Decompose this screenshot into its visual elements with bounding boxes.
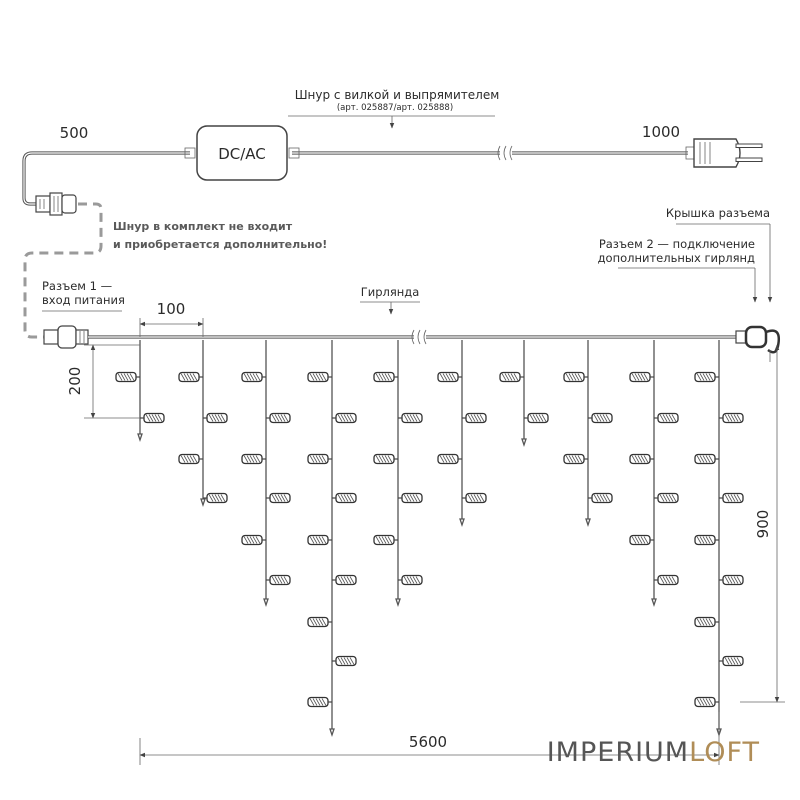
led-bulb-icon (588, 412, 613, 424)
led-bulb-icon (241, 453, 266, 465)
led-bulb-icon (241, 534, 266, 546)
dim-first-drop-line (84, 344, 140, 419)
led-bulb-icon (398, 574, 423, 586)
drop-wire (137, 340, 143, 443)
led-bulb-icon (203, 412, 228, 424)
led-bulb-icon (499, 371, 524, 383)
connector2-label-line2: дополнительных гирлянд (598, 251, 755, 265)
led-bulb-icon (437, 371, 462, 383)
led-bulb-icon (178, 371, 203, 383)
led-bulb-icon (694, 453, 719, 465)
cord-articles: (арт. 025887/арт. 025888) (337, 103, 453, 113)
dim-length-line (139, 712, 720, 765)
led-bulb-icon (524, 412, 549, 424)
led-bulb-icon (203, 492, 228, 504)
led-bulb-icon (373, 371, 398, 383)
connector1-icon (43, 325, 89, 349)
drop-wire (329, 340, 335, 738)
led-bulb-icon (266, 574, 291, 586)
led-bulb-icon (332, 655, 357, 667)
led-bulb-icon (373, 534, 398, 546)
drop-wire (395, 340, 401, 608)
dim-spacing-line (139, 318, 204, 337)
led-bulb-icon (694, 616, 719, 628)
garland-label: Гирлянда (361, 285, 420, 299)
drop-wire (459, 340, 465, 528)
led-bulb-icon (140, 412, 165, 424)
cord-connector-icon (35, 192, 77, 216)
led-bulb-icon (719, 492, 744, 504)
led-bulb-icon (462, 412, 487, 424)
led-bulb-icon (241, 371, 266, 383)
led-bulb-icon (115, 371, 140, 383)
plug-icon (685, 138, 763, 168)
led-bulb-icon (719, 655, 744, 667)
led-bulb-icon (654, 492, 679, 504)
led-bulb-icon (307, 453, 332, 465)
led-bulb-icon (694, 534, 719, 546)
cover-label: Крышка разъема (666, 206, 770, 220)
led-bulb-icon (629, 453, 654, 465)
dc-ac-converter: DC/AC (196, 125, 288, 181)
led-bulb-icon (563, 371, 588, 383)
power-cord (22, 145, 688, 206)
led-bulb-icon (266, 412, 291, 424)
garland-main-wire (88, 329, 740, 345)
note-line2: и приобретается дополнительно! (113, 238, 327, 251)
drop-wire (716, 340, 722, 738)
led-bulb-icon (694, 371, 719, 383)
led-bulb-icon (629, 371, 654, 383)
led-bulb-icon (373, 453, 398, 465)
drop-wire (585, 340, 591, 528)
led-bulb-icon (694, 696, 719, 708)
drop-wire (521, 340, 527, 448)
logo-part2: LOFT (689, 737, 760, 768)
led-bulb-icon (588, 492, 613, 504)
garland-drops (115, 340, 744, 738)
led-bulb-icon (462, 492, 487, 504)
led-bulb-icon (178, 453, 203, 465)
logo-part1: IMPERIUM (547, 737, 689, 768)
led-bulb-icon (719, 412, 744, 424)
drop-wire (200, 340, 206, 508)
imperium-loft-logo: IMPERIUMLOFT (547, 737, 760, 768)
dim-height: 900 (754, 510, 772, 539)
led-bulb-icon (307, 534, 332, 546)
connector1-label-line1: Разъем 1 — (42, 279, 112, 293)
led-bulb-icon (654, 574, 679, 586)
connector1-label-line2: вход питания (42, 293, 125, 307)
dim-spacing: 100 (157, 300, 186, 318)
led-bulb-icon (266, 492, 291, 504)
led-bulb-icon (719, 574, 744, 586)
cord-title: Шнур с вилкой и выпрямителем (295, 88, 500, 102)
led-bulb-icon (398, 412, 423, 424)
led-bulb-icon (332, 412, 357, 424)
dashed-connection (23, 202, 103, 339)
led-bulb-icon (332, 492, 357, 504)
dim-cord-right: 1000 (642, 123, 680, 141)
led-bulb-icon (398, 492, 423, 504)
drop-wire (263, 340, 269, 608)
led-bulb-icon (563, 453, 588, 465)
note-line1: Шнур в комплект не входит (113, 220, 293, 233)
connector2-label-line1: Разъем 2 — подключение (599, 237, 755, 251)
led-bulb-icon (437, 453, 462, 465)
led-bulb-icon (307, 696, 332, 708)
dim-first-drop: 200 (66, 367, 84, 396)
dim-cord-left: 500 (60, 124, 89, 142)
led-bulb-icon (307, 371, 332, 383)
dim-height-line (740, 344, 785, 703)
led-bulb-icon (629, 534, 654, 546)
led-bulb-icon (654, 412, 679, 424)
connector2-icon (735, 325, 780, 362)
led-bulb-icon (332, 574, 357, 586)
led-bulb-icon (307, 616, 332, 628)
dim-length: 5600 (409, 733, 447, 751)
converter-label: DC/AC (218, 145, 266, 163)
drop-wire (651, 340, 657, 608)
